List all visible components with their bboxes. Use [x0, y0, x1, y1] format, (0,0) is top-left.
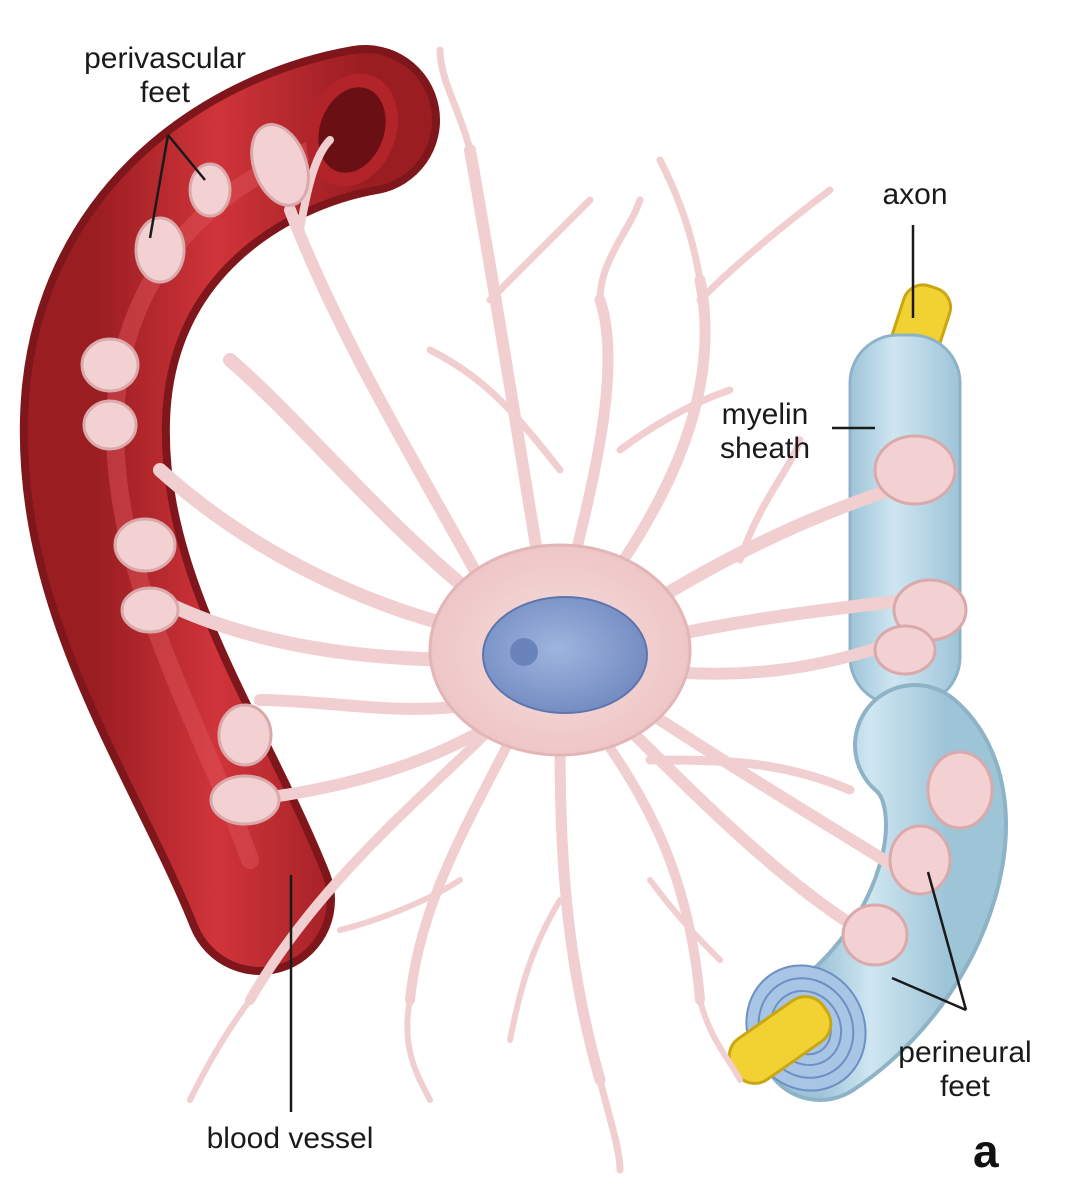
- label-myelin-sheath: myelin sheath: [719, 398, 811, 465]
- perineural-feet: [841, 434, 994, 967]
- nucleus: [482, 596, 648, 714]
- label-blood-vessel: blood vessel: [206, 1122, 374, 1155]
- label-perivascular-feet: perivascular feet: [84, 42, 246, 109]
- label-axon: axon: [882, 178, 948, 211]
- perivascular-feet: [80, 123, 310, 826]
- panel-letter: a: [973, 1125, 999, 1177]
- leader-perineural-1: [926, 871, 968, 1011]
- leader-perineural-2: [891, 976, 967, 1012]
- leader-lines: [148, 134, 968, 1112]
- leader-perivascular-2: [167, 134, 206, 181]
- label-perineural-feet: perineural feet: [898, 1036, 1032, 1103]
- leader-perivascular-1: [148, 134, 170, 239]
